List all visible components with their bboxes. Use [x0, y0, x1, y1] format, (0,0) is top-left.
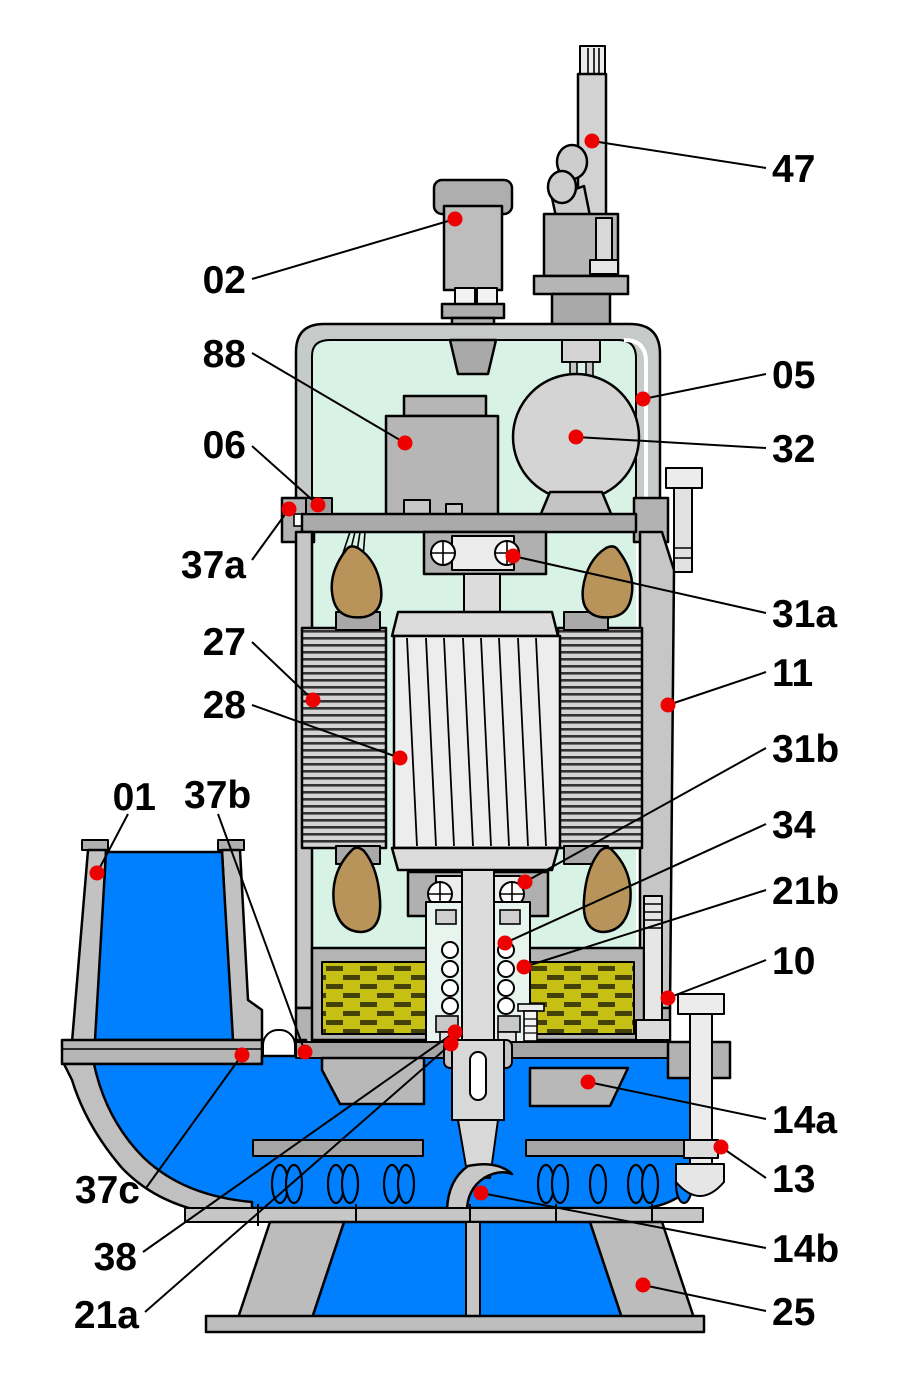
impeller-shroud-14a	[528, 1066, 630, 1108]
part-dot-05	[635, 391, 651, 407]
motor-windings	[330, 545, 634, 934]
cover-bolt-shank	[673, 487, 693, 573]
starter-relay	[384, 394, 500, 518]
leader-line-14a	[587, 1081, 767, 1120]
pump-shaft	[461, 869, 495, 1049]
part-label-47: 47	[772, 148, 815, 191]
part-label-88: 88	[203, 333, 246, 376]
part-dot-13	[713, 1139, 729, 1155]
leader-line-01	[96, 813, 129, 874]
leader-line-05	[642, 373, 767, 400]
part-dot-28	[392, 750, 408, 766]
part-label-02: 02	[203, 259, 246, 302]
part-label-32: 32	[772, 428, 815, 471]
part-dot-34	[497, 935, 513, 951]
part-label-05: 05	[772, 354, 815, 397]
part-label-31a: 31a	[772, 593, 837, 636]
leader-line-13	[720, 1146, 767, 1179]
leader-line-37c	[145, 1054, 243, 1189]
part-dot-10	[660, 990, 676, 1006]
base-plate	[204, 1314, 706, 1334]
part-dot-88	[397, 435, 413, 451]
part-label-25: 25	[772, 1291, 815, 1334]
part-label-37a: 37a	[181, 544, 246, 587]
part-label-21b: 21b	[772, 870, 839, 913]
motor-lead-wires	[341, 531, 366, 559]
cable-gland	[532, 212, 630, 328]
leader-line-37b	[217, 813, 306, 1053]
leader-line-06	[251, 445, 319, 506]
part-dot-37c	[234, 1047, 250, 1063]
leader-line-11	[667, 671, 767, 706]
part-label-06: 06	[203, 424, 246, 467]
part-label-34: 34	[772, 804, 816, 847]
leader-line-14b	[480, 1192, 767, 1249]
part-dot-21b	[516, 959, 532, 975]
cover-bolt-head	[665, 467, 703, 489]
part-dot-37a	[281, 501, 297, 517]
stand	[204, 1220, 706, 1334]
discharge-pipe	[60, 839, 264, 1066]
part-label-37c: 37c	[75, 1169, 140, 1212]
part-dot-06	[310, 497, 326, 513]
part-label-37b: 37b	[184, 774, 251, 817]
part-dot-31b	[517, 874, 533, 890]
leader-line-25	[642, 1284, 767, 1312]
leader-line-32	[575, 436, 767, 449]
part-dot-01	[89, 865, 105, 881]
part-label-31b: 31b	[772, 728, 839, 771]
wear-plate-right	[525, 1139, 685, 1157]
part-label-21a: 21a	[74, 1294, 139, 1337]
part-dot-11	[660, 697, 676, 713]
rotor	[390, 610, 562, 872]
suction-strainer	[270, 1163, 694, 1205]
part-label-13: 13	[772, 1158, 815, 1201]
part-dot-21a	[443, 1036, 459, 1052]
part-dot-25	[635, 1277, 651, 1293]
part-dot-32	[568, 429, 584, 445]
oil-plug-washer	[517, 1003, 545, 1012]
part-dot-38	[447, 1024, 463, 1040]
part-dot-37b	[297, 1044, 313, 1060]
leader-line-28	[251, 704, 401, 759]
part-label-14b: 14b	[772, 1228, 839, 1271]
part-label-10: 10	[772, 940, 815, 983]
leader-line-02	[251, 218, 456, 280]
part-dot-31a	[505, 548, 521, 564]
leader-line-10	[667, 959, 767, 999]
shaft-lower	[445, 1039, 514, 1216]
leader-line-31b	[524, 747, 767, 883]
part-dot-47	[584, 133, 600, 149]
leader-line-47	[591, 140, 767, 169]
leader-line-37a	[251, 508, 290, 561]
dome-nut	[675, 1163, 725, 1197]
callouts-layer: 47 02 88 05 06 32 37a 31a 27 11 28 31b 01 37b 34 21b 10 3…	[74, 133, 839, 1337]
mechanical-seal	[435, 869, 545, 1049]
leader-line-27	[251, 641, 314, 701]
leader-line-88	[251, 352, 406, 444]
discharge-plug	[432, 178, 514, 354]
part-label-11: 11	[772, 652, 813, 695]
leader-line-34	[504, 823, 767, 944]
leader-line-21b	[523, 889, 767, 968]
leader-line-21a	[144, 1043, 452, 1313]
part-dot-27	[305, 692, 321, 708]
part-label-38: 38	[94, 1236, 137, 1279]
part-label-01: 01	[113, 776, 156, 819]
leader-line-38	[142, 1031, 456, 1253]
agitator-14b	[445, 1163, 514, 1216]
part-label-28: 28	[203, 684, 246, 727]
part-label-14a: 14a	[772, 1099, 837, 1142]
part-dot-14a	[580, 1074, 596, 1090]
part-dot-02	[447, 211, 463, 227]
discharge-flange	[60, 1038, 264, 1066]
part-dot-14b	[473, 1185, 489, 1201]
part-label-27: 27	[203, 621, 246, 664]
leader-line-31a	[512, 555, 767, 614]
